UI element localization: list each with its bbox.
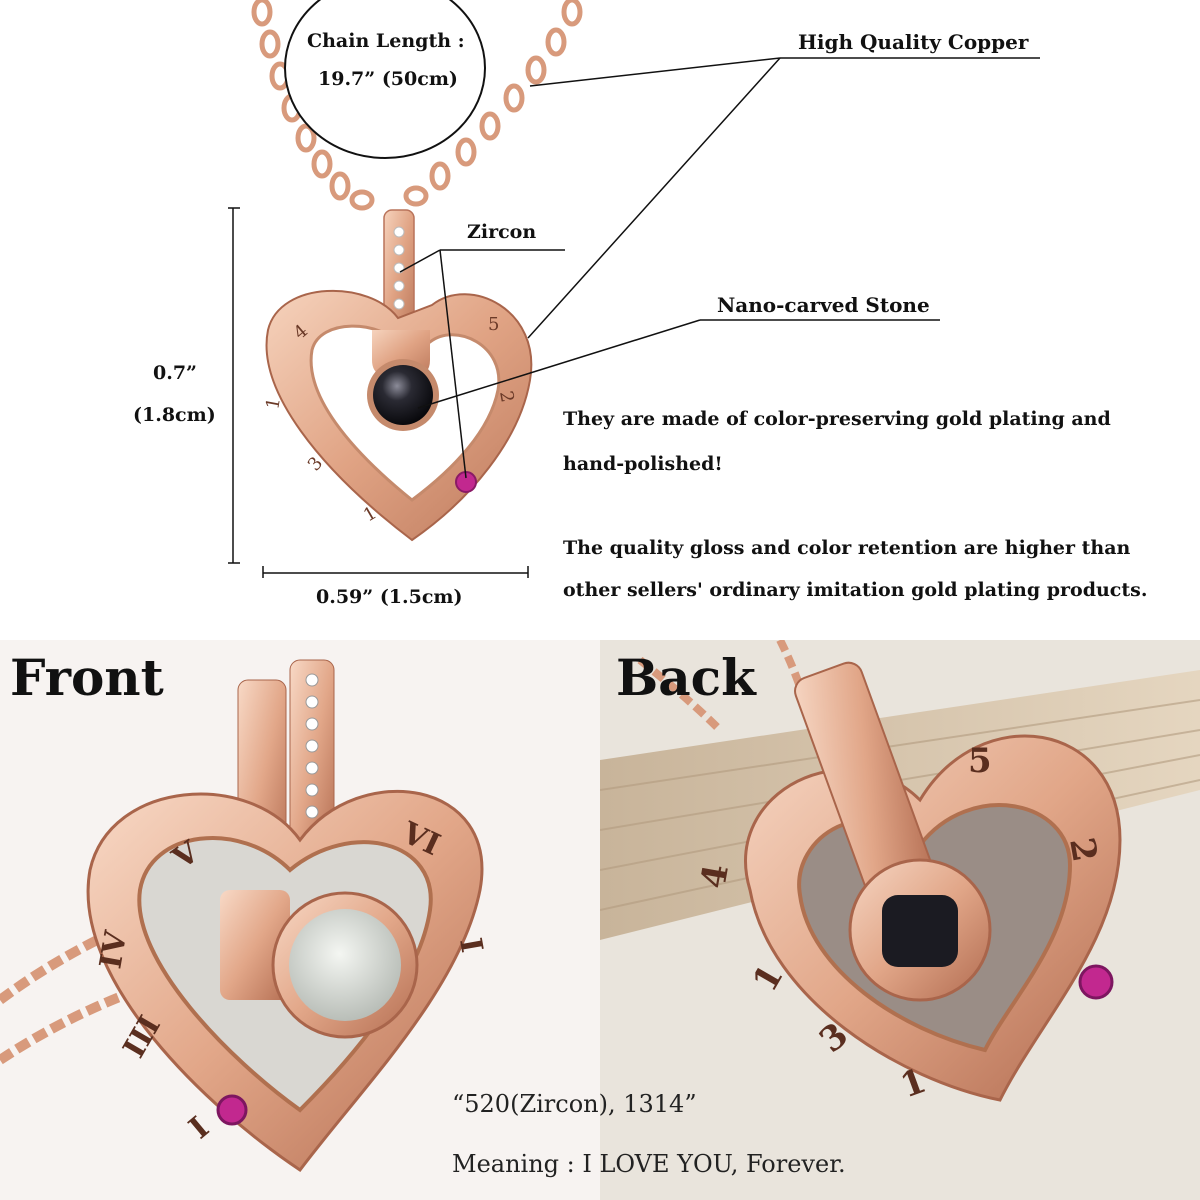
front-pendant-image: V VI I IV III I bbox=[0, 659, 489, 1173]
description-1-line-2: hand-polished! bbox=[563, 453, 723, 475]
svg-text:I: I bbox=[452, 935, 489, 955]
svg-text:I: I bbox=[183, 1110, 216, 1146]
description-2-line-2: other sellers' ordinary imitation gold p… bbox=[563, 579, 1148, 601]
chain-length-title: Chain Length : bbox=[307, 30, 465, 52]
description-2-line-1: The quality gloss and color retention ar… bbox=[563, 537, 1131, 559]
caption-code: “520(Zircon), 1314” bbox=[452, 1090, 697, 1118]
back-pendant-image: 5 2 4 1 3 1 bbox=[600, 640, 1200, 1106]
height-cm: (1.8cm) bbox=[133, 404, 216, 426]
heart-pendant: 4 5 2 1 3 1 bbox=[262, 290, 533, 542]
width-label: 0.59” (1.5cm) bbox=[316, 586, 463, 608]
material-label: High Quality Copper bbox=[798, 30, 1029, 54]
back-title: Back bbox=[616, 648, 756, 707]
chain-length-oval bbox=[284, 0, 486, 159]
description-1-line-1: They are made of color-preserving gold p… bbox=[563, 408, 1111, 430]
front-title: Front bbox=[10, 648, 164, 707]
svg-text:1: 1 bbox=[262, 396, 285, 411]
height-inches: 0.7” bbox=[153, 362, 197, 384]
pendant-diagram: 4 5 2 1 3 1 bbox=[228, 0, 1040, 578]
back-photo-panel: 5 2 4 1 3 1 Back bbox=[600, 640, 1200, 1200]
back-pink-zircon bbox=[1078, 964, 1114, 1000]
caption-meaning: Meaning : I LOVE YOU, Forever. bbox=[452, 1150, 846, 1178]
front-pink-zircon bbox=[216, 1094, 248, 1126]
stone-label: Nano-carved Stone bbox=[717, 293, 930, 317]
chain-length-value: 19.7” (50cm) bbox=[318, 68, 458, 90]
dimension-lines bbox=[228, 207, 529, 578]
zircon-label: Zircon bbox=[467, 221, 537, 243]
svg-text:IV: IV bbox=[93, 928, 134, 972]
svg-text:5: 5 bbox=[488, 314, 499, 335]
callout-lines bbox=[399, 57, 1040, 479]
front-photo-panel: V VI I IV III I Front bbox=[0, 640, 600, 1200]
svg-text:5: 5 bbox=[968, 741, 992, 781]
svg-text:2: 2 bbox=[495, 389, 518, 404]
chain-right bbox=[403, 0, 583, 207]
